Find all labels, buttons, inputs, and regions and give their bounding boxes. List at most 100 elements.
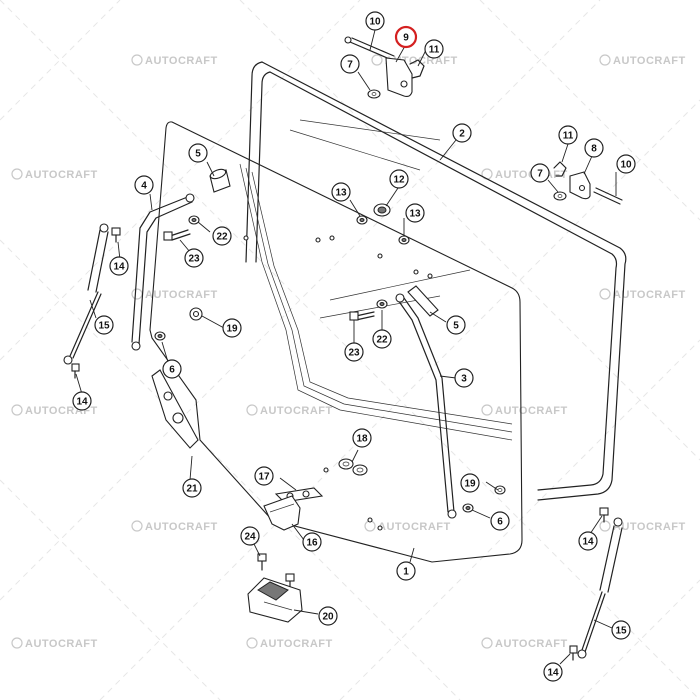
watermark-text: AUTOCRAFT — [25, 638, 98, 650]
callout-15[interactable]: 15 — [94, 315, 114, 335]
callout-12[interactable]: 12 — [389, 169, 409, 189]
callout-20[interactable]: 20 — [318, 606, 338, 626]
callout-5[interactable]: 5 — [188, 143, 208, 163]
callout-label: 7 — [537, 169, 543, 180]
callout-10[interactable]: 10 — [616, 154, 636, 174]
callout-18[interactable]: 18 — [352, 428, 372, 448]
callout-14[interactable]: 14 — [72, 391, 92, 411]
window-seal-frame — [245, 61, 627, 501]
bushing-upper — [209, 168, 231, 193]
watermark-text: AUTOCRAFT — [260, 405, 333, 417]
washers-18 — [338, 458, 368, 476]
callout-label: 7 — [347, 60, 353, 71]
callout-2[interactable]: 2 — [452, 123, 472, 143]
grommet-6-right — [462, 503, 474, 513]
callout-1[interactable]: 1 — [396, 561, 416, 581]
callout-8[interactable]: 8 — [584, 138, 604, 158]
callout-16[interactable]: 16 — [302, 532, 322, 552]
callout-label: 14 — [582, 537, 594, 548]
callout-label: 22 — [376, 335, 388, 346]
callout-label: 1 — [403, 567, 409, 578]
callout-17[interactable]: 17 — [254, 466, 274, 486]
washer-22-left — [188, 215, 200, 225]
callout-24[interactable]: 24 — [240, 526, 260, 546]
callout-3[interactable]: 3 — [454, 368, 474, 388]
bushing-right — [407, 285, 439, 317]
watermark-text: AUTOCRAFT — [260, 638, 333, 650]
grommet-large — [373, 203, 391, 217]
callout-14[interactable]: 14 — [543, 662, 563, 682]
watermark: AUTOCRAFT — [131, 54, 218, 67]
callout-11[interactable]: 11 — [424, 39, 444, 59]
callout-label: 14 — [113, 262, 125, 273]
watermark: AUTOCRAFT — [481, 168, 567, 181]
callout-7[interactable]: 7 — [530, 163, 550, 183]
callout-label: 15 — [98, 321, 110, 332]
callout-label: 23 — [188, 254, 200, 265]
callout-13[interactable]: 13 — [405, 203, 425, 223]
callout-6[interactable]: 6 — [490, 511, 510, 531]
callout-label: 5 — [453, 321, 459, 332]
watermark: AUTOCRAFT — [246, 404, 333, 417]
glass-door-panel — [149, 119, 523, 563]
washer-right — [553, 191, 567, 201]
callout-22[interactable]: 22 — [372, 329, 392, 349]
callout-label: 18 — [356, 434, 368, 445]
callout-label: 20 — [322, 612, 334, 623]
callout-23[interactable]: 23 — [184, 248, 204, 268]
callout-19[interactable]: 19 — [460, 473, 480, 493]
callouts: 10 9 11 7 2 11 8 7 10 5 4 13 12 13 22 23… — [72, 11, 636, 682]
callout-15[interactable]: 15 — [611, 620, 631, 640]
callout-23[interactable]: 23 — [344, 342, 364, 362]
callout-14[interactable]: 14 — [109, 256, 129, 276]
hinge-bracket-right — [569, 171, 591, 200]
grommet-upper — [356, 215, 368, 225]
support-rod-right — [395, 293, 457, 519]
watermark-text: AUTOCRAFT — [145, 289, 218, 301]
callout-11[interactable]: 11 — [558, 125, 578, 145]
callout-label: 13 — [409, 209, 421, 220]
callout-label: 9 — [403, 33, 409, 44]
callout-label: 22 — [216, 232, 228, 243]
bolt-14-upper-right — [599, 507, 609, 523]
washer-top — [367, 89, 381, 99]
watermark: AUTOCRAFT — [246, 637, 333, 650]
callout-4[interactable]: 4 — [134, 175, 154, 195]
callout-22[interactable]: 22 — [212, 226, 232, 246]
screws-24 — [257, 553, 295, 591]
callout-label: 10 — [369, 17, 381, 28]
retaining-clip-top — [409, 59, 425, 79]
support-rod-left — [131, 193, 195, 351]
callout-label: 8 — [591, 144, 597, 155]
callout-13[interactable]: 13 — [331, 182, 351, 202]
watermark-text: AUTOCRAFT — [25, 169, 98, 181]
callout-label: 23 — [348, 348, 360, 359]
callout-7[interactable]: 7 — [340, 54, 360, 74]
watermark-text: AUTOCRAFT — [613, 55, 686, 67]
callout-label: 6 — [169, 365, 175, 376]
callout-10[interactable]: 10 — [365, 11, 385, 31]
callout-label: 11 — [429, 45, 440, 56]
callout-label: 2 — [459, 129, 465, 140]
watermark: AUTOCRAFT — [481, 637, 568, 650]
watermark-text: AUTOCRAFT — [613, 521, 686, 533]
grommet-lower — [398, 235, 410, 245]
callout-9-highlighted[interactable]: 9 — [394, 25, 418, 49]
callout-label: 13 — [335, 188, 347, 199]
callout-21[interactable]: 21 — [182, 478, 202, 498]
callout-label: 24 — [244, 532, 256, 543]
callout-label: 16 — [306, 538, 318, 549]
watermark-text: AUTOCRAFT — [495, 638, 568, 650]
hinge-pin-top — [344, 36, 395, 61]
callout-19[interactable]: 19 — [222, 318, 242, 338]
callout-14[interactable]: 14 — [578, 531, 598, 551]
watermark-text: AUTOCRAFT — [145, 55, 218, 67]
callout-6[interactable]: 6 — [162, 359, 182, 379]
gas-strut-right — [577, 517, 623, 659]
bolt-23-left — [163, 229, 191, 241]
watermark: AUTOCRAFT — [131, 520, 217, 533]
callout-5[interactable]: 5 — [446, 315, 466, 335]
watermark: AUTOCRAFT — [599, 288, 685, 301]
watermark-text: AUTOCRAFT — [495, 405, 568, 417]
